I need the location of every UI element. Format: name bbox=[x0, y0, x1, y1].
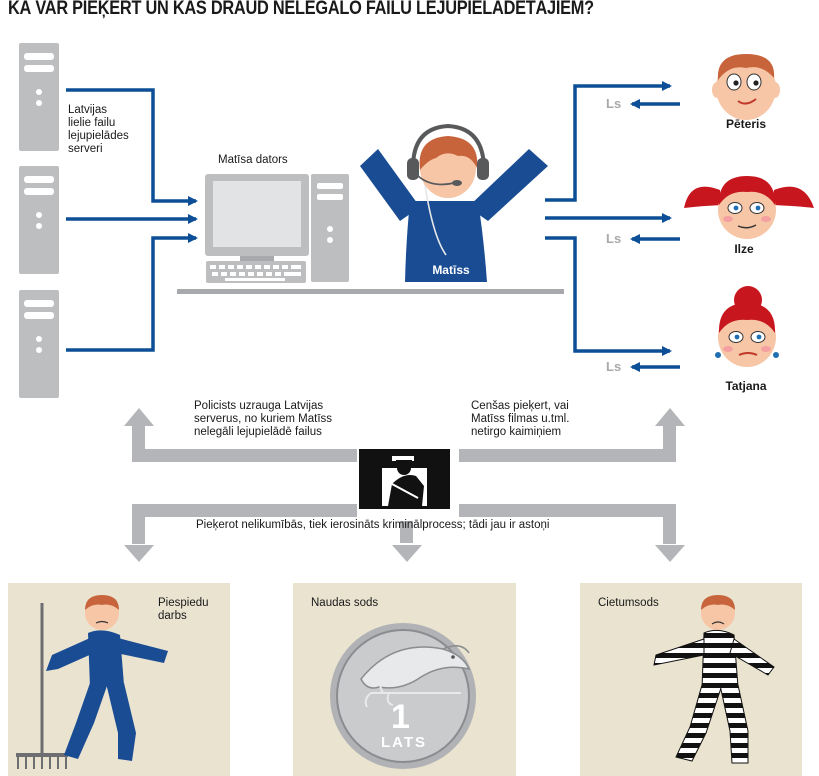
neighbor-name-ilze: Ilze bbox=[734, 242, 754, 256]
coin-value: 1 bbox=[391, 698, 410, 736]
neighbor-name-peteris: Pēteris bbox=[725, 117, 767, 131]
pc-tower-icon bbox=[311, 174, 349, 282]
page-title: KĀ VAR PIEĶERT UN KAS DRAUD NELEGĀLO FAI… bbox=[8, 0, 594, 19]
police-arrows bbox=[124, 408, 685, 562]
face-peteris-icon bbox=[712, 54, 780, 120]
face-tatjana-icon bbox=[715, 286, 779, 367]
coin-currency: LATS bbox=[380, 734, 428, 751]
punishment-label: Naudas sods bbox=[311, 597, 379, 609]
download-arrows bbox=[66, 88, 198, 352]
punishment-label: Cietumsods bbox=[598, 597, 659, 609]
flow-diagram bbox=[19, 43, 814, 562]
desk bbox=[177, 289, 564, 294]
person-matiss-label: Matīss bbox=[432, 263, 470, 277]
panel-fine: Naudas sods 1 LATS bbox=[293, 583, 516, 776]
prisoner-icon bbox=[653, 595, 775, 764]
currency-label: Ls bbox=[606, 231, 622, 246]
monitor-icon bbox=[205, 174, 309, 261]
server-icon bbox=[19, 166, 59, 274]
server-icon bbox=[19, 290, 59, 398]
face-ilze-icon bbox=[684, 176, 814, 239]
panel-prison: Cietumsods bbox=[580, 583, 802, 776]
currency-label: Ls bbox=[606, 359, 622, 374]
consequence-text: Pieķerot nelikumībās, tiek ierosināts kr… bbox=[196, 519, 550, 531]
share-arrows bbox=[545, 81, 672, 356]
currency-label: Ls bbox=[606, 96, 622, 111]
server-icon bbox=[19, 43, 59, 151]
worker-with-rake-icon bbox=[16, 595, 168, 769]
police-monitor-text: Policists uzrauga Latvijas serverus, no … bbox=[194, 400, 333, 438]
keyboard-icon bbox=[206, 261, 306, 283]
neighbor-name-tatjana: Tatjana bbox=[725, 379, 767, 393]
computer-label: Matīsa dators bbox=[218, 154, 288, 166]
payment-arrows bbox=[630, 99, 680, 372]
lats-coin-icon bbox=[330, 623, 476, 769]
panel-forced-labour: Piespiedu darbs bbox=[8, 583, 230, 776]
person-matiss-icon bbox=[360, 123, 548, 282]
servers-label: Latvijas lielie failu lejupielādes serve… bbox=[68, 104, 129, 155]
police-check-text: Cenšas pieķert, vai Matīss filmas u.tml.… bbox=[471, 400, 570, 438]
punishment-label: Piespiedu darbs bbox=[158, 597, 209, 622]
police-officer-icon bbox=[359, 449, 450, 509]
